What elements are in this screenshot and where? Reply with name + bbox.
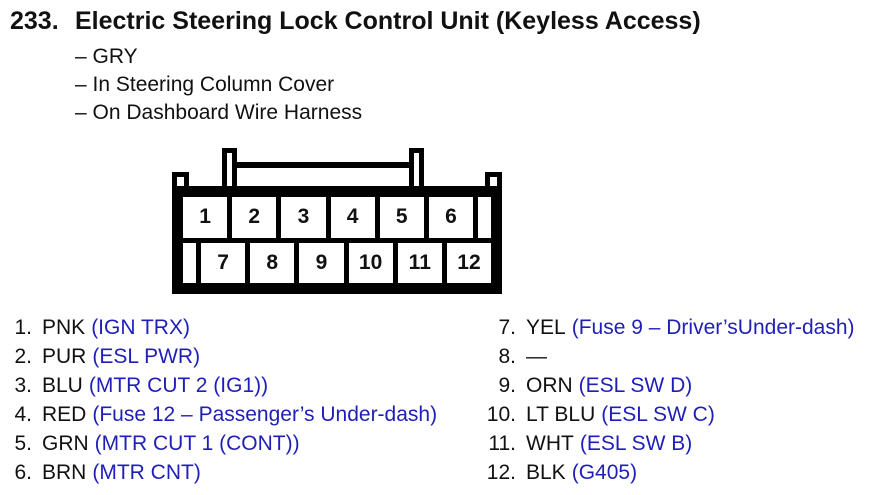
pin-cavity-6: 6 <box>428 197 474 238</box>
pin-entry-2: 2. PUR(ESL PWR) <box>0 342 437 371</box>
wire-color: WHT <box>526 432 574 455</box>
connector-lock-bridge <box>227 162 419 186</box>
pin-entry-7: 7. YEL(Fuse 9 – Driver’sUnder-dash) <box>460 313 855 342</box>
blank-slot-top-right <box>478 197 492 238</box>
pin-number: 3. <box>14 374 32 397</box>
pin-entry-1: 1. PNK(IGN TRX) <box>0 313 437 342</box>
pin-function: (ESL SW C) <box>601 403 715 426</box>
detail-list: – GRY – In Steering Column Cover – On Da… <box>75 43 362 127</box>
connector-shell: 1 2 3 4 5 6 7 8 9 10 11 12 <box>172 186 502 294</box>
pin-number: 2. <box>14 345 32 368</box>
pin-entry-11: 11. WHT(ESL SW B) <box>460 429 855 458</box>
pin-function: (MTR CUT 1 (CONT)) <box>94 432 300 455</box>
connector-tab-right <box>485 172 502 188</box>
connector-tab-left <box>172 172 189 188</box>
pin-number: 11. <box>488 432 516 455</box>
wire-color: LT BLU <box>526 403 596 426</box>
detail-location: – In Steering Column Cover <box>75 73 335 96</box>
pin-entry-3: 3. BLU(MTR CUT 2 (IG1)) <box>0 371 437 400</box>
pin-cavity-4: 4 <box>330 197 375 238</box>
wire-color: YEL <box>526 316 566 339</box>
page-title: 233. Electric Steering Lock Control Unit… <box>10 7 701 36</box>
connector-diagram: 1 2 3 4 5 6 7 8 9 10 11 12 <box>172 148 503 294</box>
pin-function: (Fuse 9 – Driver’sUnder-dash) <box>571 316 855 339</box>
pin-cavity-7: 7 <box>201 242 246 283</box>
item-title-text: Electric Steering Lock Control Unit (Key… <box>75 7 701 35</box>
pin-cavity-12: 12 <box>446 242 492 283</box>
pin-entry-4: 4. RED(Fuse 12 – Passenger’s Under-dash) <box>0 400 437 429</box>
pin-function: (ESL SW D) <box>578 374 693 397</box>
pin-entry-10: 10. LT BLU(ESL SW C) <box>460 400 855 429</box>
pin-cavity-9: 9 <box>299 242 344 283</box>
wire-color: BLK <box>526 461 566 484</box>
pin-number: 4. <box>14 403 32 426</box>
pin-number: 8. <box>498 345 516 368</box>
pin-cavity-8: 8 <box>250 242 295 283</box>
pin-entry-12: 12. BLK(G405) <box>460 458 855 487</box>
pin-cavity-11: 11 <box>397 242 442 283</box>
pin-number: 10. <box>486 403 516 426</box>
blank-slot-bottom-left <box>183 242 196 283</box>
pin-cavity-2: 2 <box>232 197 277 238</box>
pin-cavity-5: 5 <box>379 197 424 238</box>
connector-lock-post-right <box>409 148 424 186</box>
pin-number: 7. <box>498 316 516 339</box>
wire-color: PNK <box>42 316 86 339</box>
pin-function: (IGN TRX) <box>91 316 190 339</box>
pin-entry-8: 8. — <box>460 342 855 371</box>
pin-number: 6. <box>14 461 32 484</box>
pin-function: (ESL SW B) <box>579 432 693 455</box>
connector-row-bottom: 7 8 9 10 11 12 <box>183 242 492 283</box>
wire-color: BLU <box>42 374 83 397</box>
wire-color: ORN <box>526 374 573 397</box>
pin-entry-9: 9. ORN(ESL SW D) <box>460 371 855 400</box>
pin-function: (Fuse 12 – Passenger’s Under-dash) <box>92 403 438 426</box>
pin-number: 9. <box>498 374 516 397</box>
detail-harness: – On Dashboard Wire Harness <box>75 101 363 124</box>
item-number: 233. <box>10 7 59 35</box>
wire-color: — <box>526 345 547 368</box>
pin-entry-5: 5. GRN(MTR CUT 1 (CONT)) <box>0 429 437 458</box>
pin-list-left: 1.PNK(IGN TRX) 2.PUR(ESL PWR) 3.BLU(MTR … <box>0 313 437 487</box>
pin-function: (MTR CNT) <box>92 461 201 484</box>
connector-row-top: 1 2 3 4 5 6 <box>183 197 492 238</box>
detail-color: – GRY <box>75 45 138 68</box>
pin-cavity-1: 1 <box>183 197 228 238</box>
pin-number: 5. <box>14 432 32 455</box>
wire-color: BRN <box>42 461 87 484</box>
wire-color: GRN <box>42 432 89 455</box>
pin-cavity-10: 10 <box>348 242 393 283</box>
pin-number: 1. <box>14 316 32 339</box>
wire-color: PUR <box>42 345 87 368</box>
pin-function: (G405) <box>571 461 638 484</box>
pin-cavity-3: 3 <box>281 197 326 238</box>
pin-list-right: 7. YEL(Fuse 9 – Driver’sUnder-dash) 8. — 9… <box>460 313 855 487</box>
connector-lock-post-left <box>222 148 237 186</box>
pin-number: 12. <box>486 461 516 484</box>
wire-color: RED <box>42 403 87 426</box>
pin-entry-6: 6. BRN(MTR CNT) <box>0 458 437 487</box>
pin-function: (ESL PWR) <box>92 345 201 368</box>
pin-function: (MTR CUT 2 (IG1)) <box>88 374 269 397</box>
